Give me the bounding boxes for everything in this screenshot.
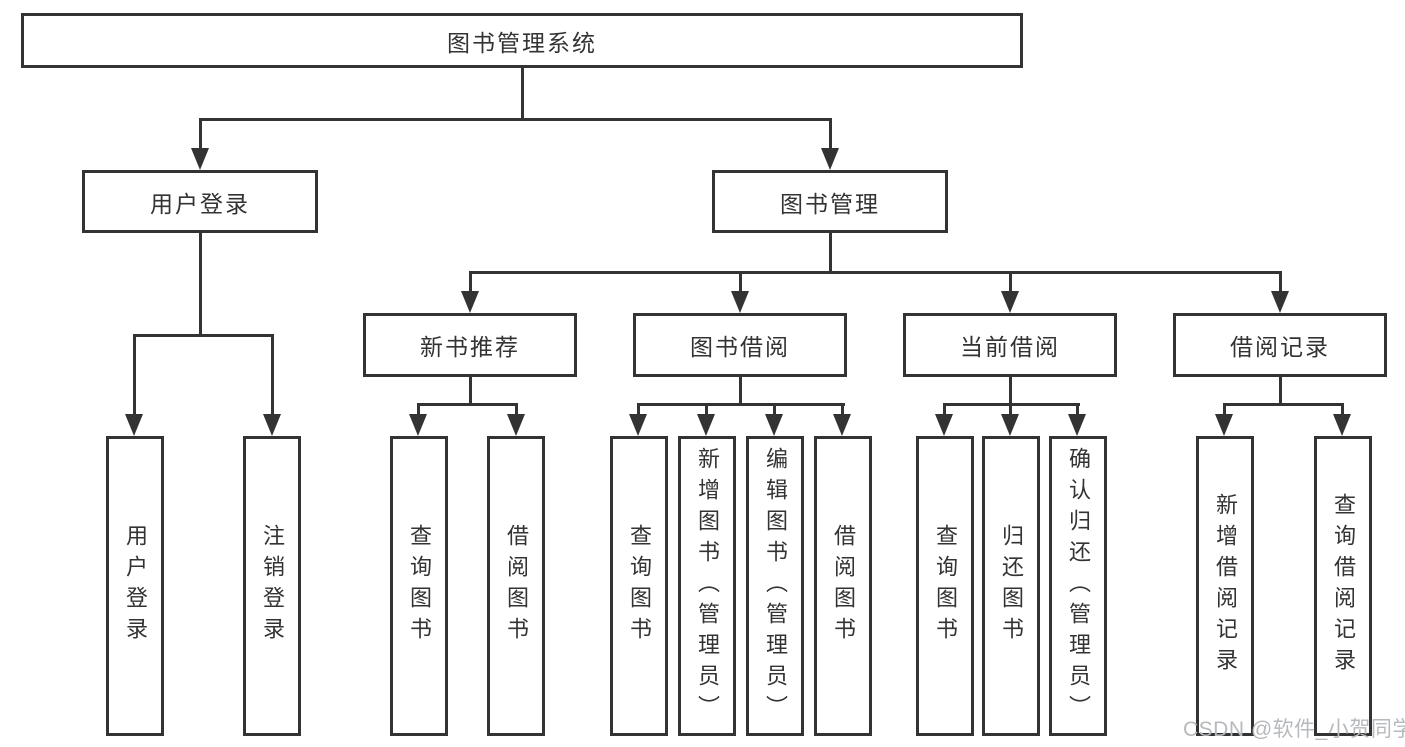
connector-line <box>1076 403 1079 416</box>
connector-line <box>515 403 518 416</box>
arrow-down-icon <box>697 414 715 436</box>
arrow-down-icon <box>833 414 851 436</box>
leaf-confirm-return-admin: 确认归还（管理员） <box>1049 436 1107 736</box>
connector-line <box>1009 271 1012 293</box>
arrow-down-icon <box>1215 414 1233 436</box>
arrow-down-icon <box>1068 414 1086 436</box>
connector-line <box>417 403 420 416</box>
connector-line <box>829 118 832 150</box>
connector-line <box>1223 403 1226 416</box>
connector-line <box>1009 377 1012 404</box>
node-book-management: 图书管理 <box>712 170 948 233</box>
arrow-down-icon <box>191 148 209 170</box>
arrow-down-icon <box>821 148 839 170</box>
node-library-management-system: 图书管理系统 <box>21 13 1023 68</box>
connector-line <box>637 403 640 416</box>
connector-line <box>521 68 524 118</box>
leaf-query-books-recommend: 查询图书 <box>390 436 448 736</box>
connector-line <box>1223 403 1344 406</box>
connector-line <box>133 334 274 337</box>
connector-line <box>199 118 832 121</box>
connector-line <box>199 118 202 150</box>
connector-line <box>199 233 202 334</box>
connector-line <box>739 377 742 404</box>
leaf-borrow-books: 借阅图书 <box>814 436 872 736</box>
connector-line <box>943 403 946 416</box>
arrow-down-icon <box>1271 291 1289 313</box>
connector-line <box>469 377 472 404</box>
leaf-query-books-borrow: 查询图书 <box>610 436 668 736</box>
connector-line <box>841 403 844 416</box>
connector-line <box>637 403 845 406</box>
connector-line <box>1279 271 1282 293</box>
leaf-add-books-admin: 新增图书（管理员） <box>678 436 736 736</box>
arrow-down-icon <box>1001 414 1019 436</box>
arrow-down-icon <box>1001 291 1019 313</box>
connector-line <box>1009 403 1012 416</box>
arrow-down-icon <box>125 414 143 436</box>
leaf-edit-books-admin: 编辑图书（管理员） <box>746 436 804 736</box>
arrow-down-icon <box>1333 414 1351 436</box>
connector-line <box>829 233 832 271</box>
node-borrowing-records: 借阅记录 <box>1173 313 1387 377</box>
arrow-down-icon <box>409 414 427 436</box>
arrow-down-icon <box>765 414 783 436</box>
connector-line <box>133 334 136 414</box>
leaf-return-books: 归还图书 <box>982 436 1040 736</box>
leaf-add-borrow-record: 新增借阅记录 <box>1196 436 1254 736</box>
connector-line <box>469 271 1282 274</box>
leaf-logout: 注销登录 <box>243 436 301 736</box>
node-user-login: 用户登录 <box>82 170 318 233</box>
arrow-down-icon <box>629 414 647 436</box>
arrow-down-icon <box>935 414 953 436</box>
arrow-down-icon <box>731 291 749 313</box>
connector-line <box>271 334 274 414</box>
arrow-down-icon <box>507 414 525 436</box>
node-new-book-recommendation: 新书推荐 <box>363 313 577 377</box>
connector-line <box>417 403 518 406</box>
leaf-query-borrow-record: 查询借阅记录 <box>1314 436 1372 736</box>
leaf-query-books-current: 查询图书 <box>916 436 974 736</box>
connector-line <box>1341 403 1344 416</box>
leaf-user-login: 用户登录 <box>106 436 164 736</box>
connector-line <box>1279 377 1282 404</box>
arrow-down-icon <box>263 414 281 436</box>
node-current-borrowing: 当前借阅 <box>903 313 1117 377</box>
arrow-down-icon <box>461 291 479 313</box>
leaf-borrow-books-recommend: 借阅图书 <box>487 436 545 736</box>
connector-line <box>469 271 472 293</box>
connector-line <box>705 403 708 416</box>
connector-line <box>773 403 776 416</box>
node-book-borrowing: 图书借阅 <box>633 313 847 377</box>
connector-line <box>739 271 742 293</box>
csdn-watermark: CSDN @软件_小贺同学 <box>1183 718 1405 741</box>
